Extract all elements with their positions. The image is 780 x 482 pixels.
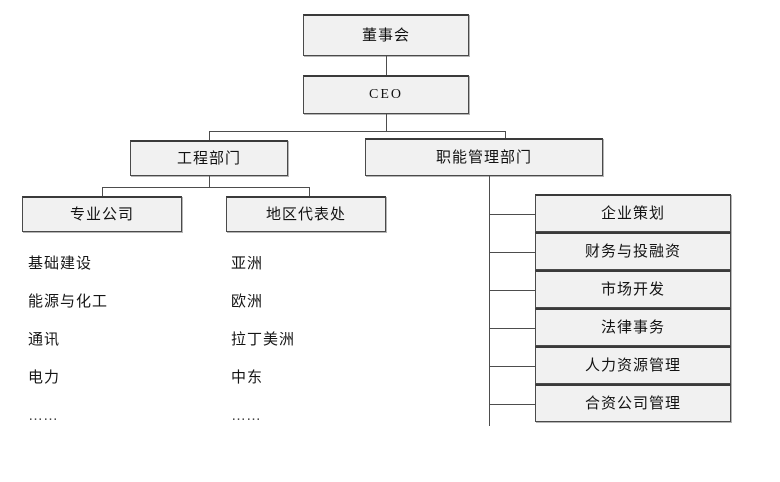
- connector-bus-to-regional-office: [309, 187, 310, 196]
- node-functional-dept-2[interactable]: 财务与投融资: [535, 232, 731, 270]
- list-item-ellipsis: ……: [28, 407, 58, 424]
- node-specialized-company-label: 专业公司: [69, 206, 134, 223]
- node-functional-dept-3[interactable]: 市场开发: [535, 270, 731, 308]
- node-ceo-label: CEO: [369, 87, 403, 102]
- connector-engineering-bus: [102, 187, 309, 188]
- connector-stub-dept-2: [489, 252, 535, 253]
- connector-bus-to-engineering: [209, 131, 210, 140]
- connector-engineering-drop: [209, 176, 210, 187]
- list-item: 欧洲: [231, 293, 264, 310]
- list-item: 中东: [231, 369, 264, 386]
- connector-bus-to-functional: [505, 131, 506, 140]
- list-item-ellipsis: ……: [231, 407, 261, 424]
- node-ceo[interactable]: CEO: [303, 75, 469, 114]
- node-functional-dept-3-label: 市场开发: [600, 281, 665, 298]
- connector-ceo-drop: [386, 114, 387, 131]
- node-functional-dept-1[interactable]: 企业策划: [535, 194, 731, 232]
- connector-stub-dept-1: [489, 214, 535, 215]
- node-board-of-directors-label: 董事会: [361, 27, 410, 44]
- connector-bus-to-specialized-company: [102, 187, 103, 196]
- node-functional-dept-2-label: 财务与投融资: [584, 243, 681, 260]
- node-specialized-company[interactable]: 专业公司: [22, 196, 182, 232]
- node-functional-dept-4[interactable]: 法律事务: [535, 308, 731, 346]
- node-functional-management-department-label: 职能管理部门: [435, 149, 532, 166]
- list-item: 拉丁美洲: [231, 331, 296, 348]
- list-item: 亚洲: [231, 255, 264, 272]
- connector-ceo-bus: [209, 131, 505, 132]
- connector-functional-trunk: [489, 176, 490, 426]
- node-functional-dept-4-label: 法律事务: [600, 319, 665, 336]
- connector-stub-dept-5: [489, 366, 535, 367]
- node-functional-dept-5[interactable]: 人力资源管理: [535, 346, 731, 384]
- node-functional-dept-6-label: 合资公司管理: [584, 395, 681, 412]
- node-engineering-department-label: 工程部门: [176, 150, 241, 167]
- connector-stub-dept-6: [489, 404, 535, 405]
- list-item: 能源与化工: [28, 293, 109, 310]
- node-functional-dept-5-label: 人力资源管理: [584, 357, 681, 374]
- connector-board-to-ceo: [386, 56, 387, 75]
- connector-stub-dept-4: [489, 328, 535, 329]
- list-item: 电力: [28, 369, 61, 386]
- specialized-company-item-list: 基础建设 能源与化工 通讯 电力 ……: [28, 256, 108, 446]
- regional-office-item-list: 亚洲 欧洲 拉丁美洲 中东 ……: [231, 256, 295, 446]
- connector-stub-dept-3: [489, 290, 535, 291]
- list-item: 通讯: [28, 331, 61, 348]
- node-board-of-directors[interactable]: 董事会: [303, 14, 469, 56]
- node-functional-dept-6[interactable]: 合资公司管理: [535, 384, 731, 422]
- node-functional-management-department[interactable]: 职能管理部门: [365, 138, 603, 176]
- node-regional-office[interactable]: 地区代表处: [226, 196, 386, 232]
- node-functional-dept-1-label: 企业策划: [600, 205, 665, 222]
- node-engineering-department[interactable]: 工程部门: [130, 140, 288, 176]
- node-regional-office-label: 地区代表处: [265, 206, 346, 223]
- list-item: 基础建设: [28, 255, 93, 272]
